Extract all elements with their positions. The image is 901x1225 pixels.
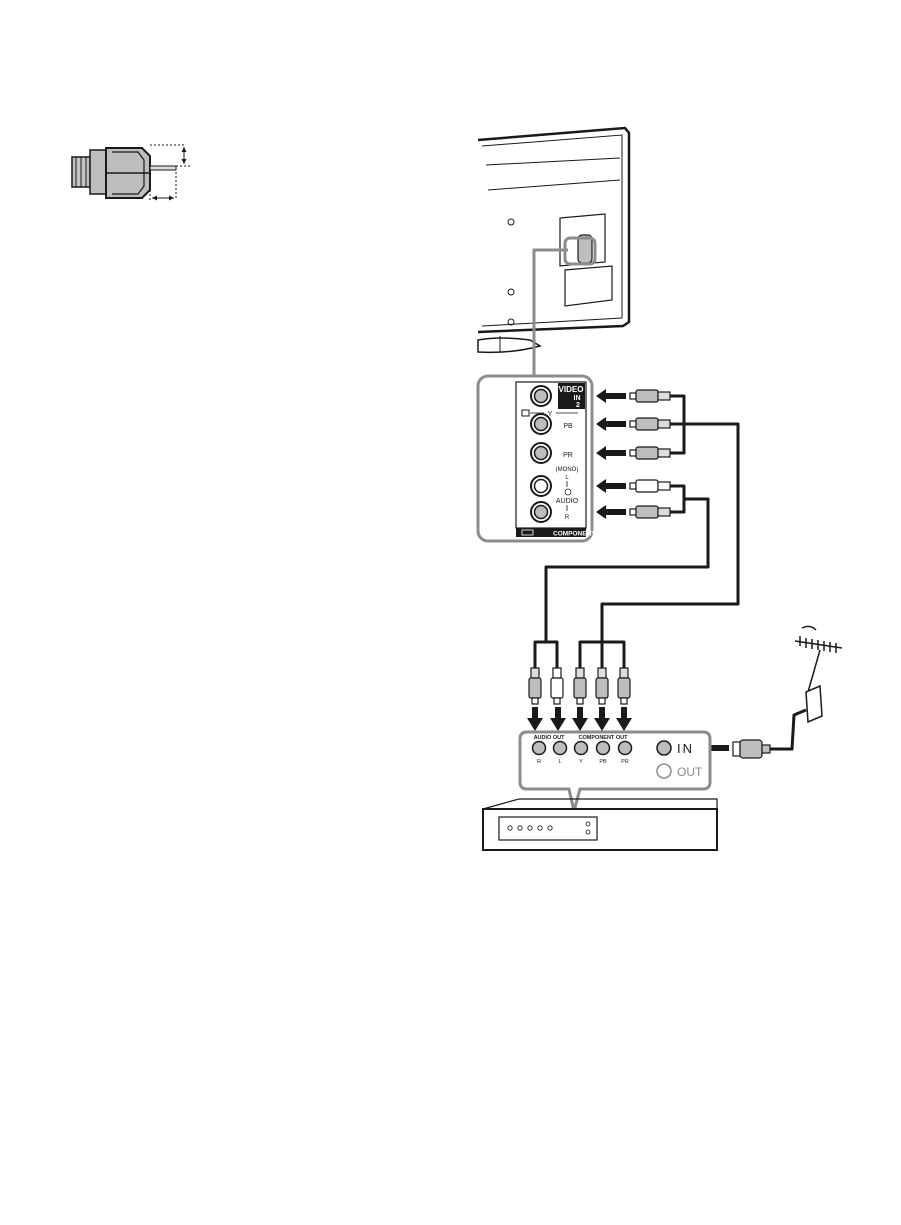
video-label: VIDEO	[559, 385, 584, 394]
jack-label-l: L	[558, 759, 561, 765]
rf-coax-plug	[733, 740, 770, 758]
connector-dimension-illustration	[72, 145, 190, 202]
component-out-label: COMPONENT OUT	[579, 735, 629, 741]
rca-plug	[529, 668, 541, 704]
audio-out-r-jack[interactable]	[533, 742, 546, 755]
jack-label-pr: PR	[621, 759, 629, 765]
audio-out-l-jack[interactable]	[554, 742, 567, 755]
component-in-label: COMPONENT IN	[553, 531, 604, 538]
jack-label-y: Y	[579, 759, 583, 765]
rca-plug	[551, 668, 563, 704]
audio-l-jack[interactable]	[531, 476, 551, 496]
rca-plug	[630, 480, 670, 492]
jack-label-pb: PB	[599, 759, 607, 765]
device-side-rca-plugs	[529, 668, 630, 704]
external-device-icon	[483, 799, 717, 850]
pr-label: PR	[563, 452, 573, 459]
rca-plug	[618, 668, 630, 704]
rf-in-jack[interactable]	[657, 741, 671, 755]
rca-plug	[630, 390, 670, 402]
in-label: IN	[574, 395, 581, 402]
rf-in-label: IN	[677, 741, 694, 756]
jack-label-r: R	[537, 759, 541, 765]
rf-out-jack[interactable]	[657, 764, 671, 778]
video-jack[interactable]	[531, 386, 551, 406]
audio-label: AUDIO	[556, 498, 579, 505]
antenna-icon	[795, 626, 842, 692]
device-insertion-arrows	[527, 707, 632, 731]
pb-label: PB	[563, 423, 573, 430]
component-out-y-jack[interactable]	[575, 742, 588, 755]
pb-jack[interactable]	[531, 443, 551, 463]
input-number-label: 2	[576, 402, 580, 409]
tv-input-panel-callout: VIDEO IN 2 Y PB PR (MONO) L AUDIO R COMP…	[478, 376, 604, 541]
mono-label: (MONO)	[556, 467, 579, 473]
audio-r-jack[interactable]	[531, 502, 551, 522]
rca-plug	[630, 447, 670, 459]
component-out-pb-jack[interactable]	[597, 742, 610, 755]
rf-out-label: OUT	[677, 765, 703, 779]
rca-plug	[574, 668, 586, 704]
rca-plug	[630, 506, 670, 518]
wall-outlet-icon	[806, 686, 822, 722]
rca-plug	[596, 668, 608, 704]
audio-out-label: AUDIO OUT	[534, 735, 566, 741]
tv-side-rca-plugs	[630, 390, 670, 518]
tv-rear-view	[478, 128, 629, 352]
rca-plug	[630, 418, 670, 430]
tv-insertion-arrows	[596, 389, 626, 519]
y-label: Y	[548, 411, 553, 418]
audio-r-label: R	[565, 515, 570, 521]
component-out-pr-jack[interactable]	[619, 742, 632, 755]
